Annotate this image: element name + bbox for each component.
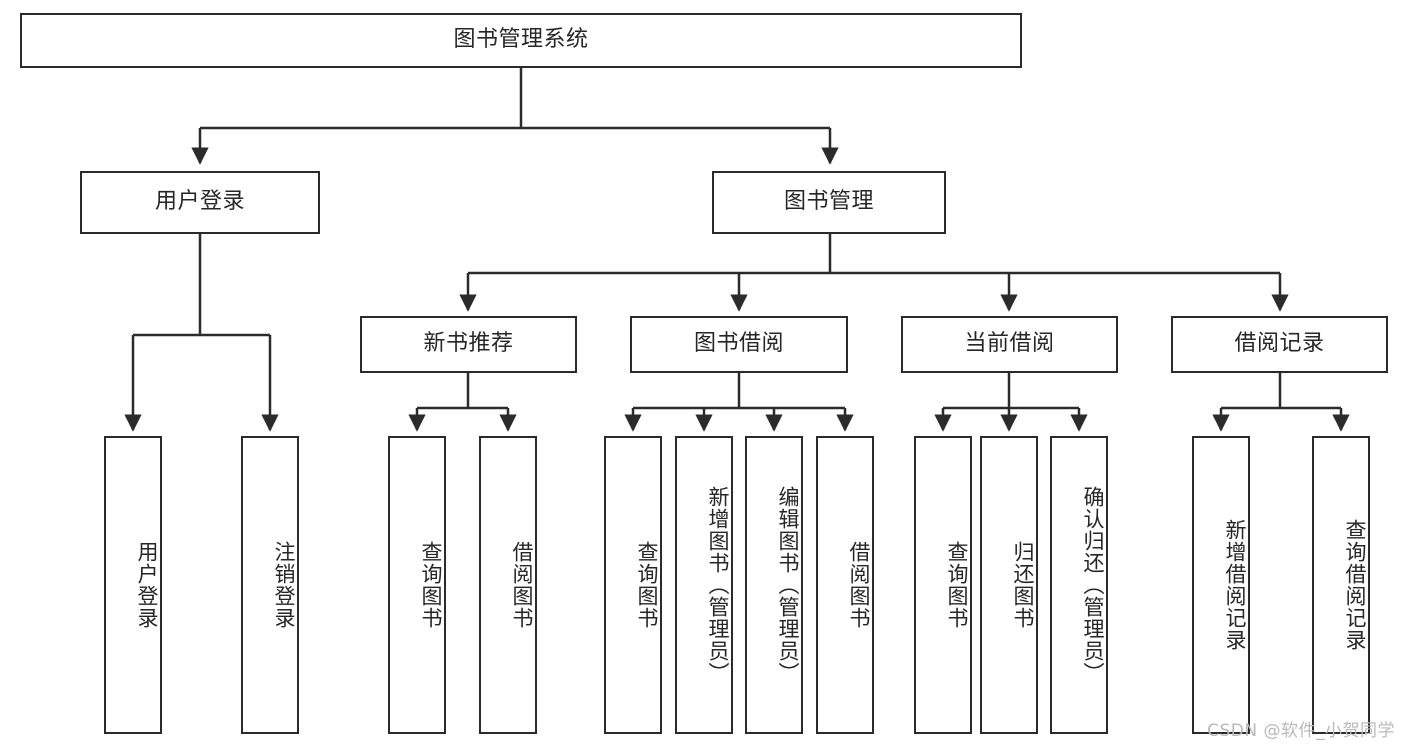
node-current-borrow-label: 当前借阅 <box>964 331 1055 357</box>
leaf-label: 新增借阅记录 <box>1223 519 1247 651</box>
leaf-borrow-record-1[interactable]: 查询借阅记录 <box>1312 436 1370 734</box>
leaf-book-borrow-2[interactable]: 编辑图书（管理员） <box>745 436 803 734</box>
node-root-label: 图书管理系统 <box>453 27 589 53</box>
leaf-label: 借阅图书 <box>510 541 534 629</box>
leaf-label: 查询借阅记录 <box>1343 519 1367 651</box>
leaf-new-book-recommend-0[interactable]: 查询图书 <box>388 436 446 734</box>
leaf-current-borrow-1[interactable]: 归还图书 <box>980 436 1038 734</box>
watermark: CSDN @软件_小贺同学 <box>1207 721 1395 741</box>
leaf-label: 用户登录 <box>135 541 159 629</box>
leaf-label: 查询图书 <box>635 541 659 629</box>
node-new-book-recommend-label: 新书推荐 <box>423 331 514 357</box>
node-book-borrow[interactable]: 图书借阅 <box>630 316 848 373</box>
node-book-borrow-label: 图书借阅 <box>693 331 784 357</box>
leaf-new-book-recommend-1[interactable]: 借阅图书 <box>479 436 537 734</box>
leaf-label: 查询图书 <box>945 541 969 629</box>
node-borrow-record[interactable]: 借阅记录 <box>1171 316 1388 373</box>
node-new-book-recommend[interactable]: 新书推荐 <box>360 316 577 373</box>
leaf-user-login-0[interactable]: 用户登录 <box>104 436 162 734</box>
node-current-borrow[interactable]: 当前借阅 <box>901 316 1118 373</box>
leaf-book-borrow-0[interactable]: 查询图书 <box>604 436 662 734</box>
node-borrow-record-label: 借阅记录 <box>1234 331 1325 357</box>
node-book-manage[interactable]: 图书管理 <box>712 171 946 234</box>
leaf-label: 注销登录 <box>272 541 296 629</box>
node-root[interactable]: 图书管理系统 <box>20 13 1022 68</box>
leaf-current-borrow-0[interactable]: 查询图书 <box>914 436 972 734</box>
leaf-book-borrow-3[interactable]: 借阅图书 <box>816 436 874 734</box>
node-user-login[interactable]: 用户登录 <box>80 171 320 234</box>
leaf-borrow-record-0[interactable]: 新增借阅记录 <box>1192 436 1250 734</box>
leaf-label: 新增图书（管理员） <box>706 486 730 684</box>
leaf-user-login-1[interactable]: 注销登录 <box>241 436 299 734</box>
node-user-login-label: 用户登录 <box>154 189 245 215</box>
leaf-label: 查询图书 <box>419 541 443 629</box>
leaf-current-borrow-2[interactable]: 确认归还（管理员） <box>1050 436 1108 734</box>
leaf-book-borrow-1[interactable]: 新增图书（管理员） <box>675 436 733 734</box>
leaf-label: 编辑图书（管理员） <box>776 486 800 684</box>
leaf-label: 归还图书 <box>1011 541 1035 629</box>
node-book-manage-label: 图书管理 <box>783 189 874 215</box>
leaf-label: 借阅图书 <box>847 541 871 629</box>
leaf-label: 确认归还（管理员） <box>1081 486 1105 684</box>
